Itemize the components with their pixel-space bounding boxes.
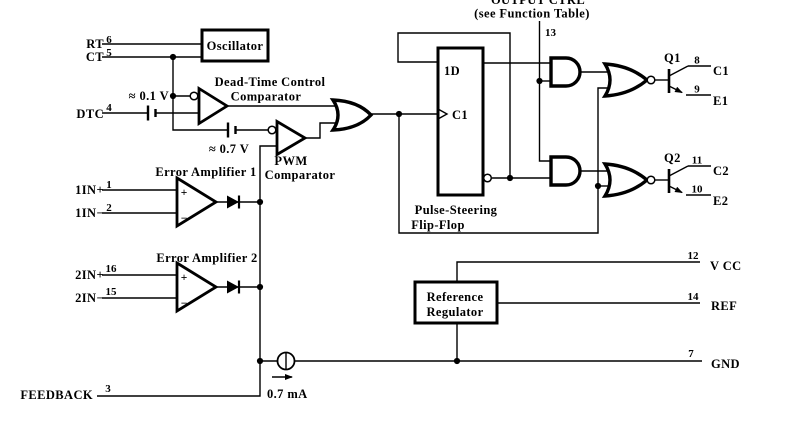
nor2-bubble-icon xyxy=(646,175,656,185)
pin-label-c1: C1 xyxy=(713,64,729,78)
pwm-comparator-label-2: Comparator xyxy=(265,168,336,182)
diode-2 xyxy=(227,280,241,294)
or-gate xyxy=(329,98,374,132)
pin-label-vcc: V CC xyxy=(710,259,742,273)
pin-label-e2: E2 xyxy=(713,194,728,208)
clock-edge-icon xyxy=(437,108,449,120)
pin-label-feedback: FEEDBACK xyxy=(20,388,93,402)
ref-reg-label-1: Reference xyxy=(427,290,484,304)
dtc-input-bubble-icon xyxy=(189,91,199,101)
current-source xyxy=(276,351,296,371)
ff-qbar-bubble-icon xyxy=(482,173,493,183)
function-table-note: (see Function Table) xyxy=(474,7,590,21)
junction-dots xyxy=(169,53,602,365)
pin-13-number: 13 xyxy=(545,27,557,39)
output-ctrl-title: OUTPUT CTRL xyxy=(491,0,585,7)
error-amp-2-label: Error Amplifier 2 xyxy=(156,251,257,265)
ff-c1-label: C1 xyxy=(452,108,468,122)
pin-number-7: 7 xyxy=(688,348,694,360)
pin-number-11: 11 xyxy=(692,155,702,167)
wire-ct-branch xyxy=(172,57,228,131)
pin-number-5: 5 xyxy=(106,47,112,59)
wire-pwm-output xyxy=(305,122,341,139)
offset-01v-label: ≈ 0.1 V xyxy=(129,89,169,103)
and-gate-2 xyxy=(549,155,582,187)
offset-batteries xyxy=(146,105,237,138)
transistor-q1 xyxy=(667,65,689,94)
error-amp-1-triangle xyxy=(175,175,219,229)
pin-number-1: 1 xyxy=(106,179,112,191)
oscillator-label: Oscillator xyxy=(207,39,264,53)
transistor-q2 xyxy=(667,165,689,194)
pin-label-1inn: 1IN− xyxy=(75,206,104,220)
pwm-input-bubble-icon xyxy=(267,125,277,135)
pin-number-2: 2 xyxy=(106,202,112,214)
pin-number-9: 9 xyxy=(694,84,700,96)
q2-label: Q2 xyxy=(664,151,681,165)
pwm-comparator-triangle xyxy=(275,119,308,157)
flip-flop-label-1: Pulse-Steering xyxy=(415,203,498,217)
wire-ff-feedback xyxy=(397,32,511,178)
diode-1-anode xyxy=(227,195,239,209)
ff-1d-label: 1D xyxy=(444,64,460,78)
dtc-comparator-label-2: Comparator xyxy=(231,90,302,104)
pwm-comparator-label-1: PWM xyxy=(274,154,307,168)
error-amp-2-triangle xyxy=(175,260,219,314)
q2-collector xyxy=(668,165,689,177)
ref-reg-label-2: Regulator xyxy=(426,305,483,319)
wire-feedback-rail xyxy=(97,145,277,397)
pin-label-rt: RT xyxy=(86,37,104,51)
q2-emitter xyxy=(668,185,683,194)
pin-number-10: 10 xyxy=(692,184,704,196)
dtc-comparator-label-1: Dead-Time Control xyxy=(215,75,326,89)
pin-number-6: 6 xyxy=(106,34,112,46)
ea1-plus-sign: + xyxy=(181,187,188,199)
error-amp-1-label: Error Amplifier 1 xyxy=(155,165,256,179)
pin-label-1inp: 1IN+ xyxy=(75,183,104,197)
ea2-plus-sign: + xyxy=(181,272,188,284)
ea1-minus-sign: − xyxy=(181,213,188,225)
diode-1 xyxy=(227,195,241,209)
bias-current-label: 0.7 mA xyxy=(267,387,308,401)
diode-2-anode xyxy=(227,280,239,294)
pin-number-14: 14 xyxy=(688,291,700,303)
q1-emitter xyxy=(668,85,683,94)
pin-label-ct: CT xyxy=(86,50,104,64)
pin-number-12: 12 xyxy=(688,250,700,262)
offset-07v-label: ≈ 0.7 V xyxy=(209,142,249,156)
pin-label-2inn: 2IN− xyxy=(75,291,104,305)
pin-number-4: 4 xyxy=(106,102,112,114)
wire-pwm-rail xyxy=(398,87,614,234)
pin-number-3: 3 xyxy=(105,383,111,395)
pin-number-8: 8 xyxy=(694,55,700,67)
pin-label-c2: C2 xyxy=(713,164,729,178)
labels: OUTPUT CTRL (see Function Table) 13 Osci… xyxy=(20,0,741,402)
flip-flop-box xyxy=(436,46,485,197)
wires xyxy=(97,21,711,397)
pin-label-ref: REF xyxy=(711,299,737,313)
nor-gate-1 xyxy=(601,62,650,98)
pin-label-dtc: DTC xyxy=(76,107,104,121)
nor-gate-2 xyxy=(601,162,650,198)
wire-pin13 xyxy=(538,21,551,162)
pin-label-e1: E1 xyxy=(713,94,728,108)
wire-vcc xyxy=(456,261,700,282)
pin-label-2inp: 2IN+ xyxy=(75,268,104,282)
q1-collector xyxy=(668,65,689,77)
pin-number-16: 16 xyxy=(106,263,118,275)
nor1-bubble-icon xyxy=(646,75,656,85)
pin-number-15: 15 xyxy=(106,286,118,298)
pin-label-gnd: GND xyxy=(711,357,740,371)
flip-flop-label-2: Flip-Flop xyxy=(411,218,465,232)
dtc-comparator-triangle xyxy=(197,85,230,127)
oscillator-box xyxy=(200,28,270,63)
q1-label: Q1 xyxy=(664,51,681,65)
and-gate-1 xyxy=(549,56,582,88)
ea2-minus-sign: − xyxy=(181,298,188,310)
reference-regulator-box xyxy=(413,280,499,325)
